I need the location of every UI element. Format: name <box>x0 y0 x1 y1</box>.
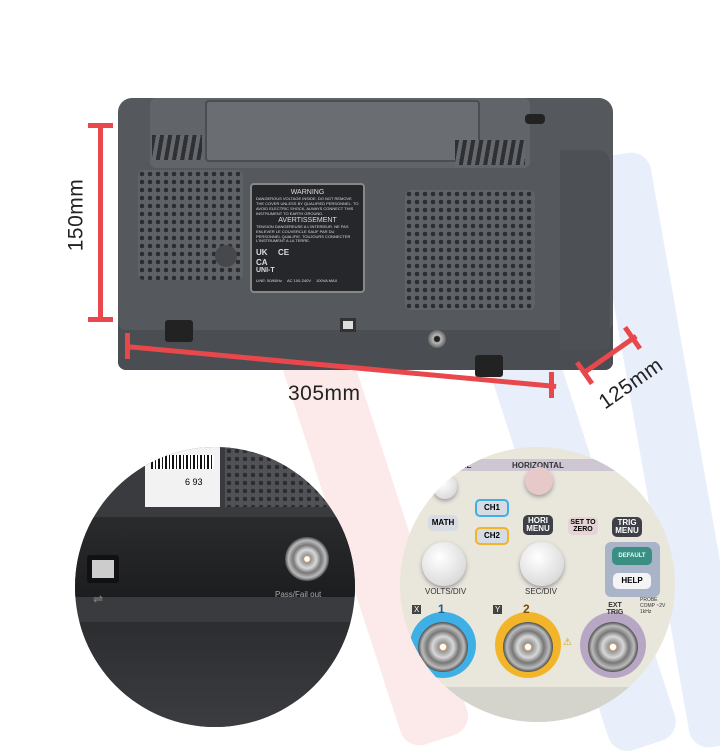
vertical-position-knob[interactable] <box>433 475 457 499</box>
height-cap-top <box>88 123 113 128</box>
section-vertical: CAL <box>455 461 472 470</box>
speaker-grill-left <box>138 170 243 280</box>
ground-screw <box>215 245 237 267</box>
height-label: 150mm <box>64 178 88 252</box>
ch1-button[interactable]: CH1 <box>475 499 509 517</box>
ch2-axis: Y <box>493 605 503 614</box>
grill <box>225 447 335 507</box>
ukca-mark: UK CA <box>256 248 268 267</box>
volts-div-label: VOLTS/DIV <box>425 587 467 596</box>
case-bottom <box>75 622 355 727</box>
ch1-number: 1 <box>438 602 445 616</box>
bnc-connector[interactable] <box>428 330 446 348</box>
default-button[interactable]: DEFAULT <box>612 547 652 565</box>
side-panel <box>560 150 610 350</box>
warning-icon: ⚠ <box>563 637 572 648</box>
trig-menu-button[interactable]: TRIG MENU <box>612 517 642 537</box>
ch2-bnc[interactable] <box>503 622 553 672</box>
line-rating: LINE: 50/60Hz <box>256 277 283 283</box>
panel-bottom <box>400 687 675 722</box>
section-horizontal: HORIZONTAL <box>512 461 564 470</box>
vent-right <box>455 140 525 165</box>
pass-fail-label: Pass/Fail out <box>275 590 322 599</box>
help-button[interactable]: HELP <box>613 573 651 589</box>
height-cap-bottom <box>88 317 113 322</box>
width-cap-right <box>549 372 554 398</box>
ch2-button[interactable]: CH2 <box>475 527 509 545</box>
safety-label: WARNING DANGEROUS VOLTAGE INSIDE. DO NOT… <box>250 183 365 293</box>
avert-text: TENSION DANGEREUSE A L'INTERIEUR. NE PAS… <box>256 223 351 244</box>
power-rating: 100VA MAX <box>316 277 338 283</box>
usb-b-port[interactable] <box>87 555 119 583</box>
sec-div-label: SEC/DIV <box>525 587 558 596</box>
barcode-digits: 6 93 <box>185 477 203 487</box>
warning-title: WARNING <box>290 189 325 196</box>
foot-left <box>165 320 193 342</box>
vent-left <box>152 135 202 160</box>
warning-text: DANGEROUS VOLTAGE INSIDE. DO NOT REMOVE … <box>256 196 359 216</box>
ce-mark: CE <box>278 248 290 258</box>
math-button[interactable]: MATH <box>428 515 458 531</box>
position-knob[interactable] <box>525 467 553 495</box>
foot-right <box>475 355 503 377</box>
ch1-axis: X <box>412 605 422 614</box>
hori-menu-button[interactable]: HORI MENU <box>523 515 553 535</box>
height-line <box>98 125 103 320</box>
ch1-bnc[interactable] <box>418 622 468 672</box>
pass-fail-bnc[interactable] <box>285 537 329 581</box>
volts-div-knob[interactable] <box>422 542 466 586</box>
probe-comp-label: PROBE COMP ~2V 1kHz <box>640 597 666 615</box>
set-to-zero-button[interactable]: SET TO ZERO <box>568 517 598 535</box>
section-bar <box>400 459 675 471</box>
ac-rating: AC 100-240V <box>287 277 312 283</box>
knob-top <box>525 114 545 124</box>
ch2-number: 2 <box>523 602 530 616</box>
ext-trig-label: EXT TRIG <box>606 602 624 616</box>
usb-icon: ⇌ <box>93 592 104 606</box>
ext-trig-bnc[interactable] <box>588 622 638 672</box>
barcode-sticker: 6 93 <box>145 447 220 507</box>
closeup-front-panel: CAL HORIZONTAL MATH CH1 CH2 HORI MENU SE… <box>400 447 675 722</box>
brand-logo: UNI-T <box>256 267 275 275</box>
width-label: 305mm <box>288 382 361 405</box>
speaker-grill-right <box>405 190 535 310</box>
avert-title: AVERTISSEMENT <box>278 216 337 224</box>
closeup-rear-ports: 6 93 ⇌ Pass/Fail out <box>75 447 355 727</box>
width-cap-left <box>125 333 130 359</box>
usb-port[interactable] <box>340 318 356 332</box>
sec-div-knob[interactable] <box>520 542 564 586</box>
handle-cover <box>205 100 480 162</box>
